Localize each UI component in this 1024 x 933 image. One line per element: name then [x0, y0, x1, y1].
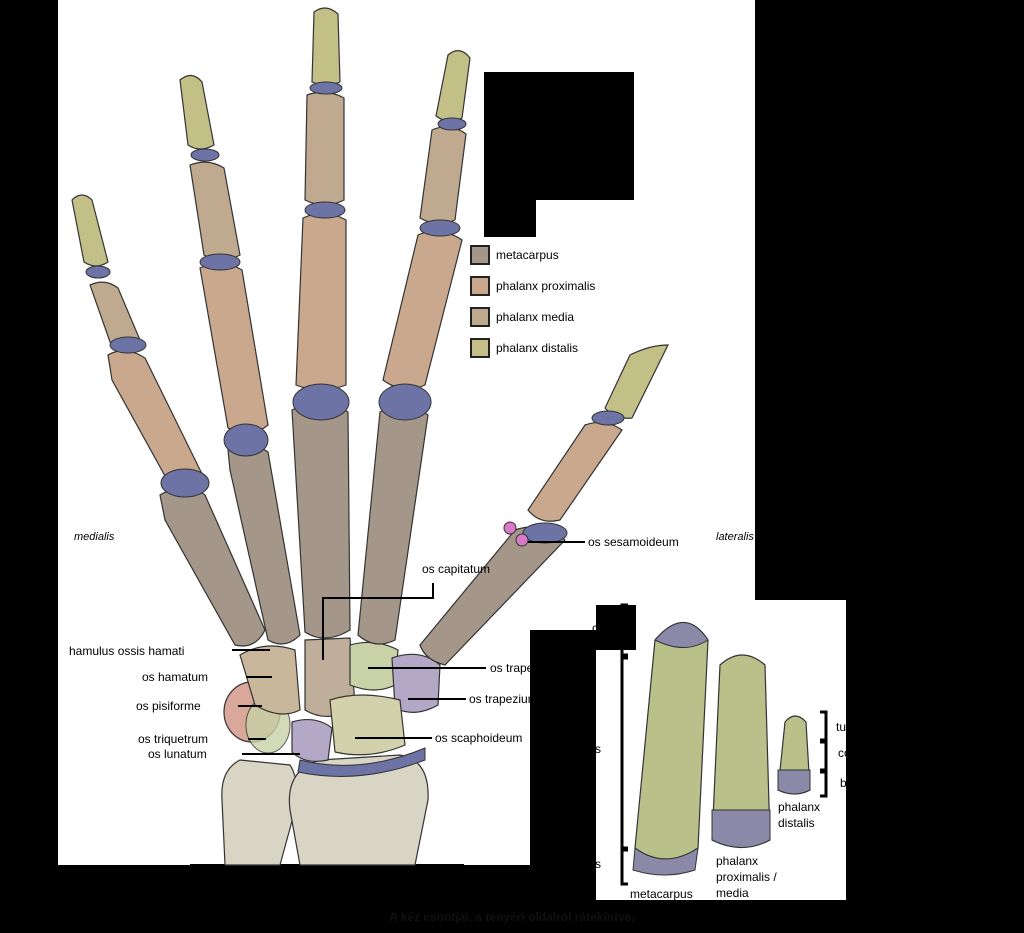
label-os-sesamoideum: os sesamoideum: [588, 535, 679, 549]
label-os-triquetrum: os triquetrum: [138, 732, 209, 746]
legend-item-phalanx-media: phalanx media: [470, 307, 574, 327]
legend-swatch: [470, 338, 490, 358]
black-block: [190, 864, 464, 914]
black-block: [484, 72, 634, 200]
label-hamulus-ossis-hamati: hamulus ossis hamati: [69, 644, 185, 658]
inset-label-phalanx-prox-3: media: [716, 886, 749, 900]
legend-label: phalanx distalis: [496, 341, 579, 355]
lateral-label: lateralis: [716, 531, 754, 543]
inset-bones: [632, 622, 811, 876]
legend-swatch: [470, 307, 490, 327]
label-os-hamatum: os hamatum: [142, 670, 209, 684]
legend-item-metacarpus: metacarpus: [470, 245, 559, 265]
black-block: [484, 195, 536, 237]
inset-label-phalanx-prox-1: phalanx: [716, 854, 759, 868]
inset-label-phalanx-prox-2: proximalis /: [716, 870, 777, 884]
black-block: [755, 480, 1024, 600]
joint-cartilage: [85, 81, 625, 544]
inset-label-corpus: corpus: [565, 742, 602, 756]
inset-label-metacarpus: metacarpus: [630, 887, 693, 901]
distal-phalanges: [71, 7, 669, 419]
label-os-trapezoideum: os trapezoideum: [490, 661, 579, 675]
proximal-phalanges: [107, 212, 623, 522]
inset-label-phalanx-dist-1: phalanx: [778, 800, 821, 814]
middle-phalanges: [89, 91, 467, 347]
forearm-bones: [221, 747, 429, 866]
black-block: [530, 630, 596, 920]
figure-caption: A kéz csontjai, a tenyéri oldalról rátek…: [389, 910, 635, 924]
label-os-scaphoideum: os scaphoideum: [435, 731, 523, 745]
inset-label-distal-basis: basis: [840, 776, 869, 790]
label-os-capitatum: os capitatum: [422, 562, 491, 576]
legend-label: phalanx media: [496, 310, 575, 324]
metacarpal-bones: [159, 402, 566, 666]
inset-label-phalanx-dist-2: distalis: [778, 816, 815, 830]
black-block: [596, 605, 636, 650]
inset-brackets: [620, 603, 828, 886]
legend-item-phalanx-distalis: phalanx distalis: [470, 338, 578, 358]
inset-label-basis: basis: [573, 857, 602, 871]
label-os-lunatum: os lunatum: [148, 747, 207, 761]
sesamoid-bones: [503, 521, 529, 547]
medial-label: medialis: [74, 531, 115, 543]
label-os-trapezium: os trapezium: [469, 692, 538, 706]
legend-label: phalanx proximalis: [496, 279, 596, 293]
legend-swatch: [470, 245, 490, 265]
carpal-bones: [223, 637, 441, 762]
legend-label: metacarpus: [496, 248, 559, 262]
legend-swatch: [470, 276, 490, 296]
inset-label-caput: caput: [592, 621, 622, 635]
legend-item-phalanx-proximalis: phalanx proximalis: [470, 276, 595, 296]
label-os-pisiforme: os pisiforme: [136, 699, 201, 713]
leader-lines: [232, 541, 585, 755]
inset-label-distal-corpus: corpus: [838, 746, 875, 760]
inset-label-tuberositas: tuberositas phalangis distalis: [836, 720, 990, 734]
